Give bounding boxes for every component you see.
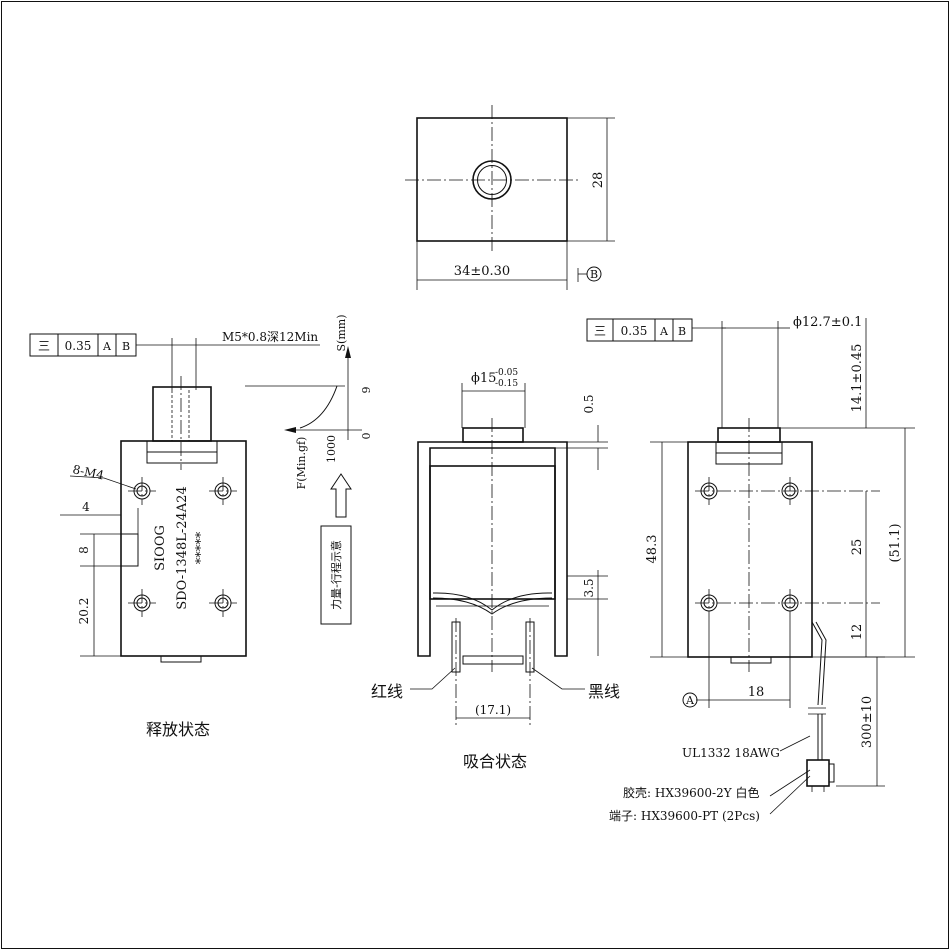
black-wire-label: 黑线 [588,682,620,701]
center-view-coil [429,465,556,600]
s-axis-label: S(mm) [335,315,348,352]
dim-0-5: 0.5 [582,394,596,413]
thread-callout: M5*0.8深12Min [222,330,318,344]
left-view-holes [128,477,237,617]
top-view: 28 34±0.30 B [405,105,615,290]
red-wire-label: 红线 [371,682,403,701]
dim-25: 25 [850,539,865,556]
graph-note: 力量-行程示意 [329,540,343,610]
right-view-holes [695,477,880,617]
dim-48-3: 48.3 [645,535,660,564]
terminal-spec: 端子: HX39600-PT (2Pcs) [609,809,760,823]
right-tol-datum1: A [659,325,669,338]
center-view-frame [417,441,568,657]
part-number: SDO-1348L-24A24 [175,486,190,609]
left-tol-datum1: A [102,340,112,353]
dim-3-5: 3.5 [582,578,596,597]
top-width-dim: 34±0.30 [454,264,510,279]
datum-b-label: B [590,268,598,281]
dim-51-1: (51.1) [888,523,903,562]
center-caption: 吸合状态 [463,752,527,771]
dim-8: 8 [77,546,91,554]
dim-18: 18 [748,685,765,700]
left-tol-value: 0.35 [65,339,92,353]
brand-marking: SIOOG [153,525,168,571]
dim-300: 300±10 [860,696,875,748]
force-curve [299,385,338,429]
cable-spec: UL1332 18AWG [682,746,780,760]
force-stroke-graph: S(mm) 9 0 F(Min.gf) 1000 力量-行程示意 [245,315,373,625]
s-value: 9 [360,387,373,394]
dim-20-2: 20.2 [77,598,91,625]
f-axis-label: F(Min.gf) [295,437,308,490]
center-view: ϕ15 -0.05 -0.15 0.5 3.5 (17.1) [371,368,620,771]
center-diameter: ϕ15 [471,371,496,386]
right-view: 三 0.35 A B ϕ12.7±0.1 14. [586,315,915,823]
datum-a-label: A [685,694,695,707]
right-view-body [687,441,813,658]
dim-14-1: 14.1±0.45 [850,344,865,413]
dim-12: 12 [850,624,865,641]
dim-4: 4 [82,500,90,514]
housing-spec: 胶壳: HX39600-2Y 白色 [623,785,759,800]
f-value: 1000 [325,435,338,463]
cable [811,621,823,706]
left-view: 三 0.35 A B M5*0.8深12Min 8-M4 [29,330,320,739]
left-tol-datum2: B [122,340,130,353]
left-caption: 释放状态 [146,720,210,739]
datum-b-symbol [586,266,602,282]
dim-17-1: (17.1) [475,703,511,717]
holes-callout: 8-M4 [71,462,105,482]
center-tol-lower: -0.15 [495,379,518,389]
datum-a-symbol [682,692,698,708]
right-tol-symbol: 三 [594,324,606,338]
right-tol-datum2: B [678,325,686,338]
center-tol-upper: -0.05 [495,368,518,378]
right-tol-value: 0.35 [621,324,648,338]
stars-marking: ***** [194,531,209,564]
connector-housing [806,759,830,787]
right-diameter: ϕ12.7±0.1 [793,315,862,330]
s-zero: 0 [360,433,373,440]
push-arrow [330,473,352,518]
left-tol-symbol: 三 [38,339,50,353]
top-height-dim: 28 [591,172,606,189]
